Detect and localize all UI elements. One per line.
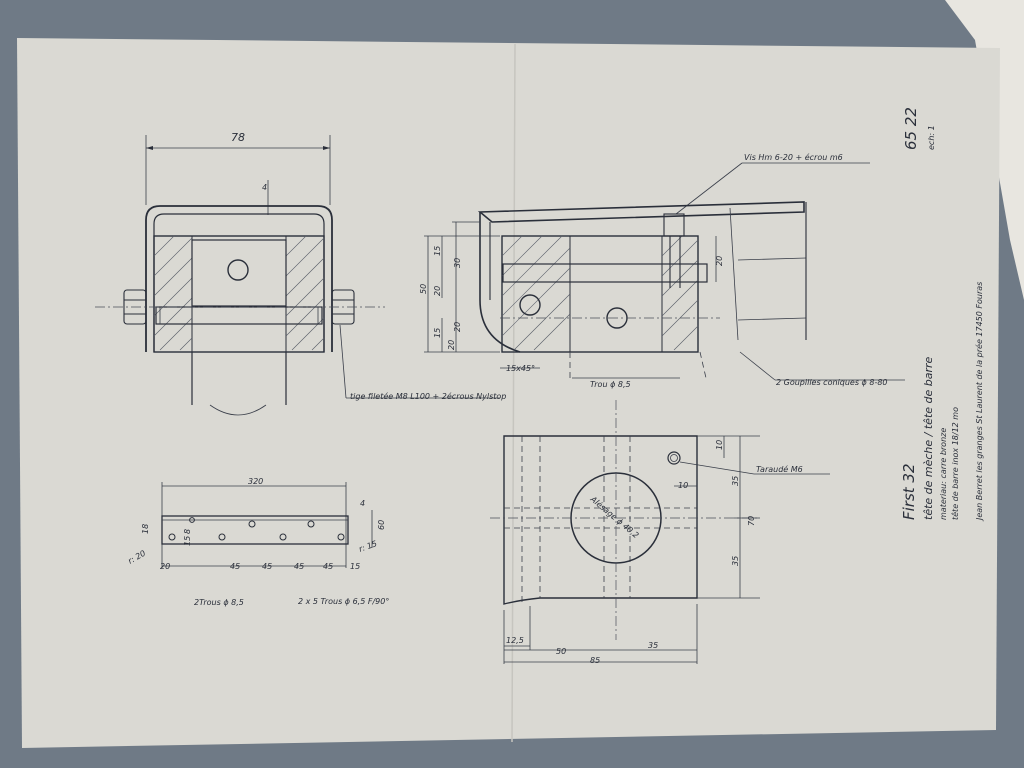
dim-45-b: 45	[262, 562, 272, 571]
note-threaded-rod: tige filetée M8 L100 + 2écrous Nylstop	[350, 391, 506, 401]
dim-20-right: 20	[715, 256, 724, 266]
material: materiau: carre bronze	[939, 428, 948, 520]
dim-35-b: 35	[731, 556, 740, 566]
paper-fold	[511, 43, 516, 743]
note-screw: Vis Hm 6-20 + écrou m6	[744, 152, 843, 162]
dim-45-a: 45	[230, 562, 240, 571]
material-2: tête de barre inox 18/12 mo	[950, 407, 960, 520]
dim-50: 50	[419, 284, 428, 294]
dim-35-a: 35	[731, 476, 740, 486]
dim-50-plan: 50	[556, 647, 566, 656]
author: Jean Berret les granges St Laurent de la…	[974, 282, 984, 522]
dim-15-end: 15	[350, 562, 360, 571]
dim-20-low: 20	[447, 340, 456, 350]
back-sheet	[945, 0, 1024, 300]
boat-name: First 32	[900, 463, 918, 520]
dim-12-5: 12,5	[506, 636, 524, 645]
strip-view: 320 18 8 15 60 4 r: 20 r: 15 20 45 45 45…	[127, 477, 390, 607]
dim-15-strip: 15	[183, 536, 192, 546]
dim-4-strip: 4	[360, 499, 365, 508]
dim-10-right: 10	[678, 481, 688, 490]
paper-sheet	[17, 38, 1000, 748]
side-view: Vis Hm 6-20 + écrou m6	[419, 152, 905, 389]
dim-35-c: 35	[648, 641, 658, 650]
dim-15-bottom: 15	[433, 328, 442, 338]
dim-10-top: 10	[715, 440, 724, 450]
dim-30: 30	[453, 258, 462, 268]
note-tapped: Taraudé M6	[756, 464, 803, 474]
front-view: 78 4	[95, 131, 506, 416]
dim-320: 320	[248, 477, 263, 486]
dim-18: 18	[141, 524, 150, 534]
dim-45-d: 45	[323, 562, 333, 571]
drawing-number: 65 22	[902, 107, 920, 150]
dim-60: 60	[377, 520, 386, 530]
dim-8: 8	[183, 529, 192, 534]
dim-20-mid: 20	[453, 322, 462, 332]
dim-45-c: 45	[294, 562, 304, 571]
dim-4: 4	[262, 183, 267, 192]
dim-70: 70	[747, 516, 756, 526]
dim-15-top: 15	[433, 246, 442, 256]
dim-chamfer: 15x45°	[506, 364, 535, 373]
title-block: 65 22 ech: 1 First 32 tête de mèche / tê…	[900, 107, 984, 522]
note-pins: 2 Goupilles coniques ϕ 8-80	[776, 378, 888, 387]
note-hole: Trou ϕ 8,5	[590, 380, 631, 389]
scale: ech: 1	[927, 125, 936, 150]
note-holes-85: 2Trous ϕ 8,5	[194, 598, 244, 607]
note-holes-65: 2 x 5 Trous ϕ 6,5 F/90°	[298, 597, 389, 606]
part-name: tête de mèche / tête de barre	[922, 356, 935, 520]
dim-85: 85	[590, 656, 600, 665]
dim-78: 78	[231, 131, 245, 144]
dim-20-strip: 20	[160, 562, 170, 571]
dim-20-left: 20	[433, 286, 442, 296]
